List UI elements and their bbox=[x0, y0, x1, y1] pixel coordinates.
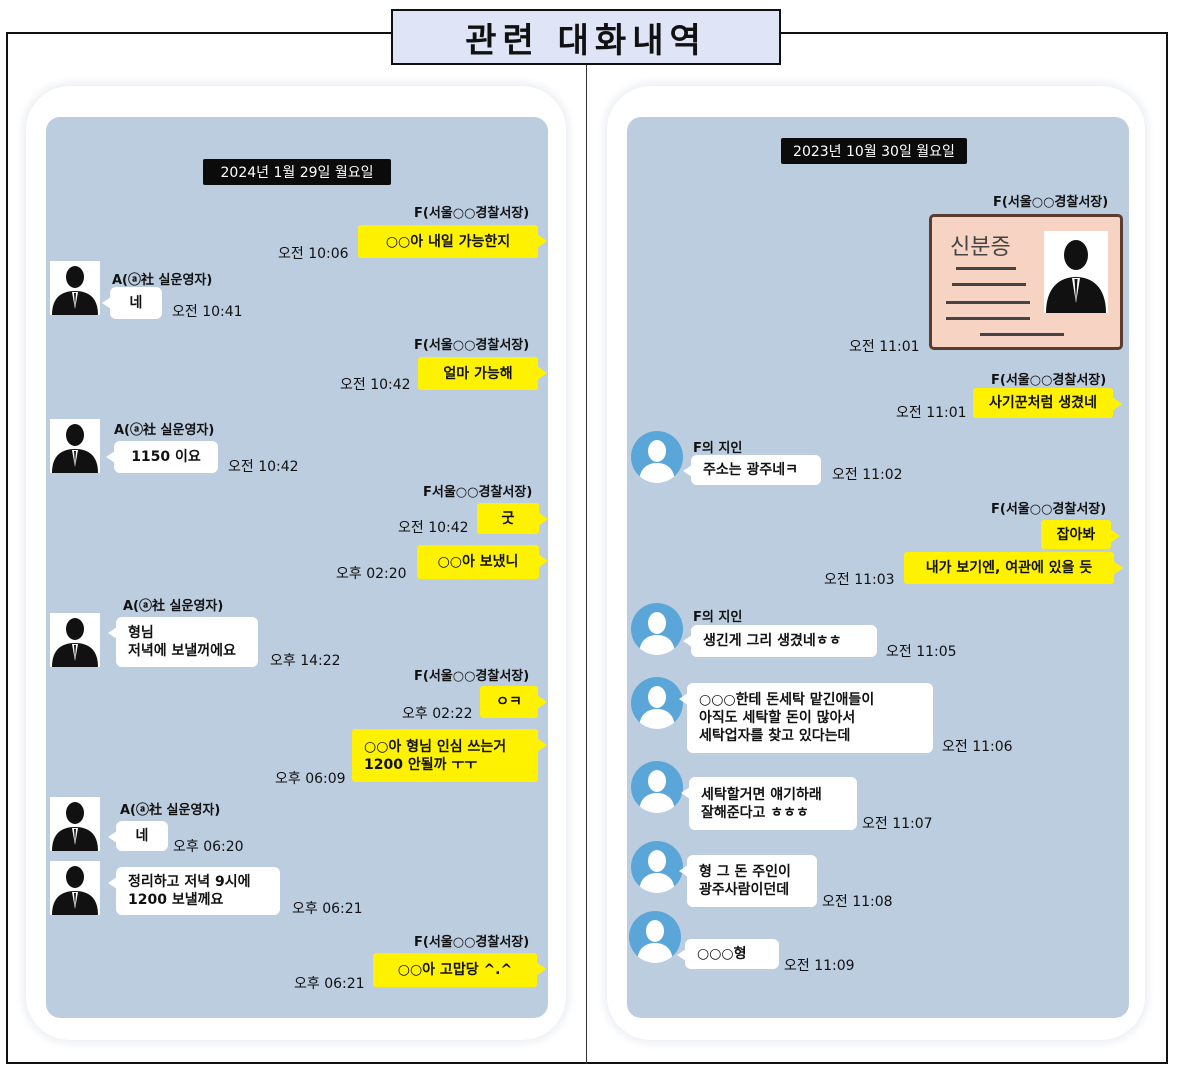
id-card-line bbox=[946, 301, 1030, 304]
person-silhouette-icon bbox=[50, 613, 100, 667]
sender-name: A(ⓐ社 실운영자) bbox=[120, 803, 221, 818]
message-bubble: ○○아 보냈니 bbox=[417, 545, 548, 579]
message-bubble: 세탁할거면 얘기하래 잘해준다고 ㅎㅎㅎ bbox=[681, 777, 857, 830]
message-line: 1200 보낼께요 bbox=[128, 892, 224, 908]
left-chat-screen: 2024년 1월 29일 월요일 F(서울○○경찰서장) ○○아 내일 가능한지… bbox=[46, 117, 548, 1018]
id-card-line bbox=[980, 333, 1064, 336]
message-time: 오전 11:07 bbox=[862, 816, 933, 832]
message-time: 오전 11:05 bbox=[886, 644, 957, 660]
message-time: 오전 10:42 bbox=[228, 459, 299, 475]
id-card-line bbox=[946, 317, 1030, 320]
message-time: 오후 06:20 bbox=[173, 839, 244, 855]
message-time: 오전 10:06 bbox=[278, 246, 349, 262]
message-line: 정리하고 저녁 9시에 bbox=[128, 874, 251, 890]
message-bubble: 주소는 광주네ㅋ bbox=[683, 455, 821, 485]
message-time: 오전 10:41 bbox=[172, 304, 243, 320]
sender-name: F서울○○경찰서장) bbox=[423, 485, 533, 500]
sender-name: F(서울○○경찰서장) bbox=[414, 669, 530, 684]
message-bubble: 얼마 가능해 bbox=[418, 357, 547, 390]
message-line: 형님 bbox=[128, 625, 154, 641]
person-silhouette-icon bbox=[50, 419, 100, 473]
person-silhouette-icon bbox=[50, 861, 100, 915]
sender-name: A(ⓐ社 실운영자) bbox=[114, 423, 215, 438]
title-box: 관련 대화내역 bbox=[391, 9, 781, 65]
message-time: 오전 11:06 bbox=[942, 739, 1013, 755]
message-bubble: ○○아 내일 가능한지 bbox=[358, 225, 547, 258]
sender-name: A(ⓐ社 실운영자) bbox=[123, 599, 224, 614]
sender-name: F(서울○○경찰서장) bbox=[991, 373, 1107, 388]
sender-name: F의 지인 bbox=[693, 441, 743, 456]
person-silhouette-icon bbox=[1044, 231, 1108, 313]
message-bubble: ○○아 고맙당 ^.^ bbox=[373, 953, 546, 987]
message-bubble: 생긴게 그리 생겼네ㅎㅎ bbox=[683, 625, 877, 657]
message-bubble: ○○○형 bbox=[677, 939, 779, 969]
sender-name: F(서울○○경찰서장) bbox=[991, 502, 1107, 517]
message-time: 오전 11:09 bbox=[784, 958, 855, 974]
user-avatar-icon bbox=[631, 761, 683, 813]
message-bubble: 내가 보기엔, 여관에 있을 듯 bbox=[904, 552, 1123, 584]
sender-name: F(서울○○경찰서장) bbox=[414, 935, 530, 950]
date-separator: 2024년 1월 29일 월요일 bbox=[203, 159, 391, 185]
user-avatar-icon bbox=[631, 603, 683, 655]
message-line: 형 그 돈 주인이 bbox=[699, 864, 791, 880]
page-title: 관련 대화내역 bbox=[465, 20, 707, 61]
message-bubble: ㅇㅋ bbox=[480, 686, 547, 718]
message-time: 오후 14:22 bbox=[270, 653, 341, 669]
message-line: 잘해준다고 ㅎㅎㅎ bbox=[701, 804, 809, 821]
right-chat-screen: 2023년 10월 30일 월요일 F(서울○○경찰서장) 신분증 오전 11:… bbox=[627, 117, 1129, 1018]
message-time: 오전 11:01 bbox=[896, 405, 967, 421]
sender-name: F(서울○○경찰서장) bbox=[993, 195, 1109, 210]
message-bubble: 네 bbox=[108, 821, 168, 851]
message-bubble: 네 bbox=[102, 287, 162, 319]
message-line: 아직도 세탁할 돈이 많아서 bbox=[699, 710, 856, 726]
message-bubble: 잡아봐 bbox=[1041, 520, 1120, 549]
message-line: 저녁에 보낼꺼에요 bbox=[128, 643, 236, 659]
message-line: 광주사람이던데 bbox=[699, 882, 790, 898]
person-silhouette-icon bbox=[50, 797, 100, 851]
person-silhouette-icon bbox=[50, 261, 100, 315]
message-time: 오후 06:21 bbox=[292, 901, 363, 917]
panel-divider bbox=[586, 32, 587, 1064]
message-time: 오전 11:03 bbox=[824, 572, 895, 588]
message-bubble: ○○○한테 돈세탁 맡긴애들이 아직도 세탁할 돈이 많아서 세탁업자를 찾고 … bbox=[679, 683, 933, 753]
message-bubble: 정리하고 저녁 9시에 1200 보낼께요 bbox=[108, 867, 280, 915]
message-line: 세탁할거면 얘기하래 bbox=[701, 786, 822, 803]
user-avatar-icon bbox=[631, 841, 683, 893]
sender-name: A(ⓐ社 실운영자) bbox=[112, 273, 213, 288]
message-line: ○○○한테 돈세탁 맡긴애들이 bbox=[699, 692, 875, 708]
message-time: 오후 06:09 bbox=[275, 771, 346, 787]
date-separator: 2023년 10월 30일 월요일 bbox=[781, 138, 967, 164]
message-time: 오후 06:21 bbox=[294, 976, 365, 992]
sender-name: F(서울○○경찰서장) bbox=[414, 338, 530, 353]
message-line: 1200 안될까 ㅜㅜ bbox=[364, 756, 478, 773]
message-bubble: 형님 저녁에 보낼꺼에요 bbox=[108, 617, 258, 667]
message-bubble: 사기꾼처럼 생겼네 bbox=[973, 388, 1122, 418]
message-time: 오전 10:42 bbox=[340, 377, 411, 393]
message-time: 오전 11:01 bbox=[849, 339, 920, 355]
user-avatar-icon bbox=[629, 911, 681, 963]
message-time: 오후 02:22 bbox=[402, 706, 473, 722]
message-line: ○○아 형님 인심 쓰는거 bbox=[364, 738, 507, 755]
id-card-line bbox=[956, 267, 1016, 270]
message-bubble: 1150 이요 bbox=[106, 441, 218, 473]
message-bubble: 형 그 돈 주인이 광주사람이던데 bbox=[679, 855, 817, 907]
message-time: 오후 02:20 bbox=[336, 566, 407, 582]
id-card-image: 신분증 bbox=[929, 214, 1123, 350]
message-line: 세탁업자를 찾고 있다는데 bbox=[699, 728, 851, 744]
id-card-label: 신분증 bbox=[950, 235, 1011, 260]
user-avatar-icon bbox=[631, 677, 683, 729]
id-card-line bbox=[952, 283, 1026, 286]
message-time: 오전 10:42 bbox=[398, 520, 469, 536]
message-time: 오전 11:02 bbox=[832, 467, 903, 483]
message-bubble: ○○아 형님 인심 쓰는거 1200 안될까 ㅜㅜ bbox=[352, 729, 547, 782]
user-avatar-icon bbox=[631, 431, 683, 483]
sender-name: F의 지인 bbox=[693, 610, 743, 625]
message-bubble: 굿 bbox=[477, 503, 548, 534]
sender-name: F(서울○○경찰서장) bbox=[414, 206, 530, 221]
message-time: 오전 11:08 bbox=[822, 894, 893, 910]
